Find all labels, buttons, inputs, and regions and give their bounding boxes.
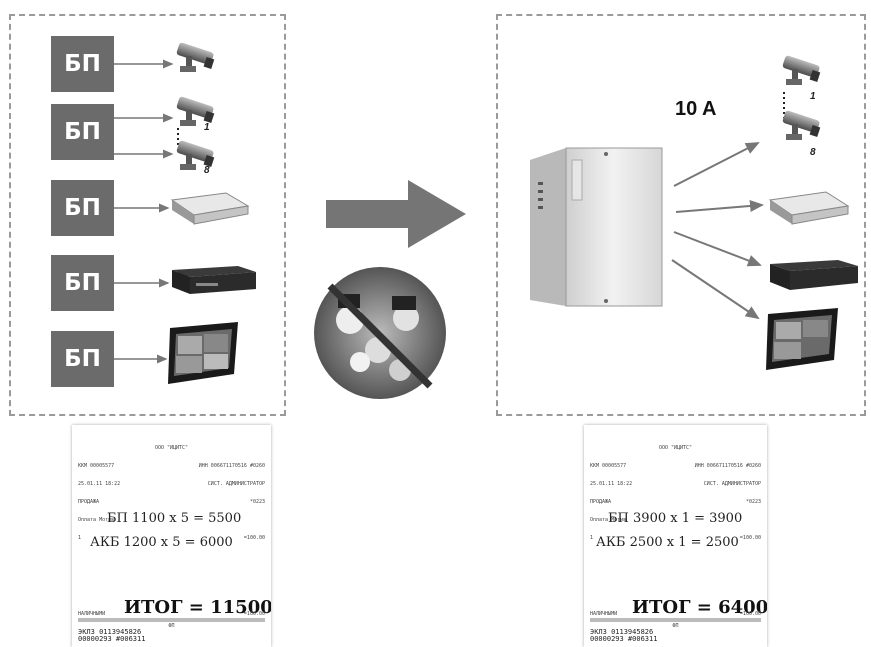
- camera-first-label: 1: [204, 122, 210, 133]
- fiscal-bar: [590, 618, 761, 622]
- current-rating-label: 10 A: [675, 98, 717, 121]
- receipt-footer: НАЛИЧНЫМИ=100.00 ФП ЭКЛЗ 0113945826 0000…: [590, 611, 761, 643]
- camera-last-label: 8: [204, 165, 210, 176]
- camera-first-label: 1: [810, 91, 816, 102]
- receipt-line-psu: БП 1100 x 5 = 5500: [107, 511, 241, 526]
- camera-last-label: 8: [810, 147, 816, 158]
- power-supply-cabinet-icon: [530, 148, 662, 306]
- receipt-line-psu: БП 3900 x 1 = 3900: [608, 511, 742, 526]
- receipt-footer: НАЛИЧНЫМИ=100.00 ФП ЭКЛЗ 0113945826 0000…: [78, 611, 265, 643]
- receipt-line-battery: АКБ 2500 x 1 = 2500: [596, 535, 739, 550]
- arrow-cabinet-cameras: [674, 143, 758, 186]
- receipt-line-battery: АКБ 1200 x 5 = 6000: [90, 535, 233, 550]
- arrow-cabinet-recorder: [676, 205, 762, 212]
- camera-icon: [176, 42, 214, 72]
- switch-icon: [172, 266, 256, 294]
- fiscal-bar: [78, 618, 265, 622]
- prohibited-psu-cluster-icon: [314, 267, 446, 399]
- dvr-icon: [172, 193, 248, 277]
- switch-icon: [770, 260, 858, 290]
- camera-icon: [782, 110, 820, 140]
- arrow-cabinet-monitor: [672, 260, 758, 318]
- monitor-icon: [766, 308, 838, 370]
- dvr-icon: [770, 192, 848, 224]
- camera-icon: [782, 55, 820, 85]
- monitor-icon: [168, 322, 238, 384]
- arrow-cabinet-switch: [674, 232, 760, 265]
- transition-arrow: [326, 180, 466, 248]
